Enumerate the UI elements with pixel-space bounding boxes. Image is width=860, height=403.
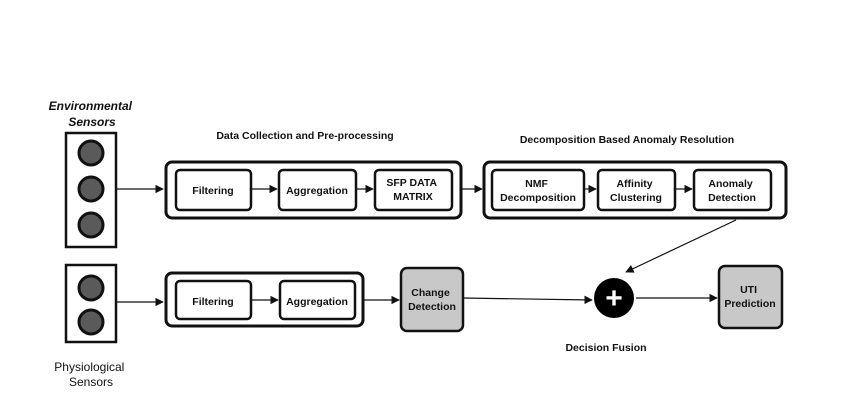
physiological-sensor-light xyxy=(77,274,105,302)
environmental-sensor-light xyxy=(77,211,105,239)
nmf-label: NMF Decomposition xyxy=(500,178,576,204)
uti-prediction-box xyxy=(717,264,784,330)
nmf-box xyxy=(490,168,586,212)
aggregation-phys-box xyxy=(278,279,357,321)
change-detection-box xyxy=(399,266,465,333)
filtering-env-label: Filtering xyxy=(192,185,233,197)
sfp-matrix-box xyxy=(373,168,454,212)
aggregation-phys-label: Aggregation xyxy=(286,296,348,308)
decision-fusion-label: Decision Fusion xyxy=(565,342,646,354)
affinity-label: Affinity Clustering xyxy=(610,178,662,204)
filtering-env-box xyxy=(174,168,253,212)
decision-fusion-node xyxy=(594,278,634,318)
arrow-change-to-fusion xyxy=(462,295,593,305)
uti-prediction-label: UTI Prediction xyxy=(724,284,775,310)
environmental-sensors-label: Environmental Sensors xyxy=(49,99,136,129)
data-collection-title: Data Collection and Pre-processing xyxy=(216,130,393,142)
decomposition-title: Decomposition Based Anomaly Resolution xyxy=(520,134,734,146)
anomaly-box xyxy=(692,168,773,212)
physiological-sensor-light xyxy=(77,308,105,336)
anomaly-label: Anomaly Detection xyxy=(708,178,756,204)
environmental-sensor-light xyxy=(77,139,105,167)
physiological-sensors-label: Physiological Sensors xyxy=(54,360,127,389)
affinity-box xyxy=(596,168,677,212)
filtering-phys-label: Filtering xyxy=(192,296,233,308)
plus-icon: + xyxy=(605,282,623,315)
environmental-sensor-light xyxy=(77,175,105,203)
aggregation-env-box xyxy=(277,168,358,212)
sfp-matrix-label: SFP DATA MATRIX xyxy=(386,177,439,203)
arrow-anomaly-to-fusion xyxy=(625,219,737,273)
change-detection-label: Change Detection xyxy=(408,287,456,313)
aggregation-env-label: Aggregation xyxy=(286,185,348,197)
